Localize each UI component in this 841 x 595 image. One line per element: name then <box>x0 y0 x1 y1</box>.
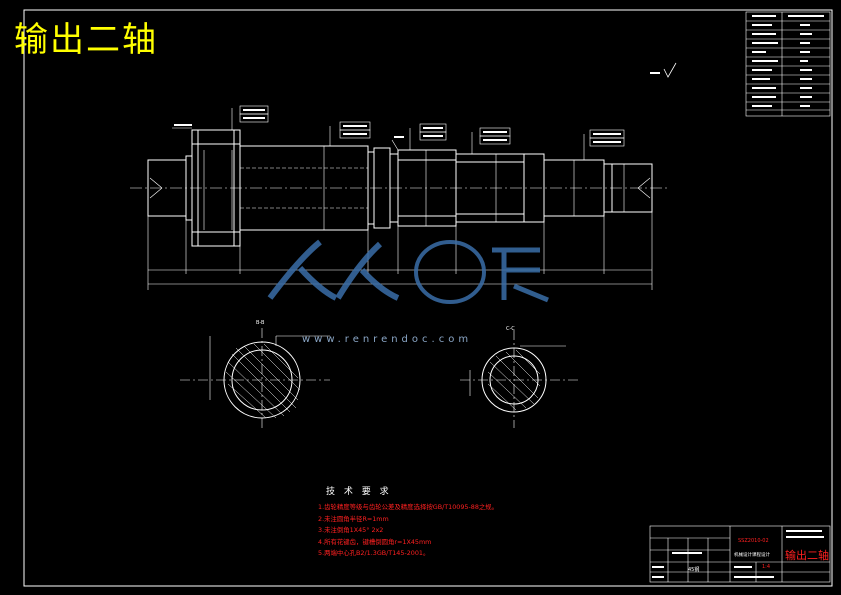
title-block-material: 45钢 <box>688 567 700 573</box>
title-block-fills <box>652 530 824 578</box>
tolerance-frame-text <box>174 109 621 143</box>
section-label-right: C-C <box>506 326 515 332</box>
hidden-lines <box>240 167 368 209</box>
section-b-b <box>180 328 330 430</box>
watermark <box>267 239 549 304</box>
drawing-title: 输出二轴 <box>14 20 158 60</box>
tolerance-frames <box>172 105 625 160</box>
tech-req-list: 1.齿轮精度等级与齿轮公差及精度选择按GB/T10095-88之规。 2.未注圆… <box>318 502 578 560</box>
tech-req-item: 1.齿轮精度等级与齿轮公差及精度选择按GB/T10095-88之规。 <box>318 503 499 511</box>
tech-req-heading: 技 术 要 求 <box>326 487 392 497</box>
title-block-name: 输出二轴 <box>785 549 829 562</box>
tech-req-item: 5.两端中心孔B2/1.3GB/T145-2001。 <box>318 549 430 557</box>
shaft-outline <box>130 129 668 247</box>
parameter-table <box>745 11 831 117</box>
section-label-left: B-B <box>256 320 265 326</box>
tech-req-item: 4.所有花键齿，键槽倒圆角r=1X45mm <box>318 537 432 546</box>
title-block-school: 机械设计课程设计 <box>734 553 770 558</box>
parameter-table-fills <box>752 15 824 107</box>
watermark-url: www.renrendoc.com <box>302 334 473 345</box>
title-block-scale: 1:4 <box>762 564 771 570</box>
drawing-frame <box>23 9 833 587</box>
title-block-code: SSZ2010-02 <box>738 538 769 544</box>
title-block <box>649 525 831 583</box>
tech-req-item: 2.未注圆角半径R=1mm <box>318 514 389 523</box>
roughness-symbol <box>650 62 677 78</box>
section-c-c <box>460 330 580 428</box>
dimension-lines <box>147 146 653 290</box>
tech-req-item: 3.未注倒角1X45° 2x2 <box>318 526 384 534</box>
